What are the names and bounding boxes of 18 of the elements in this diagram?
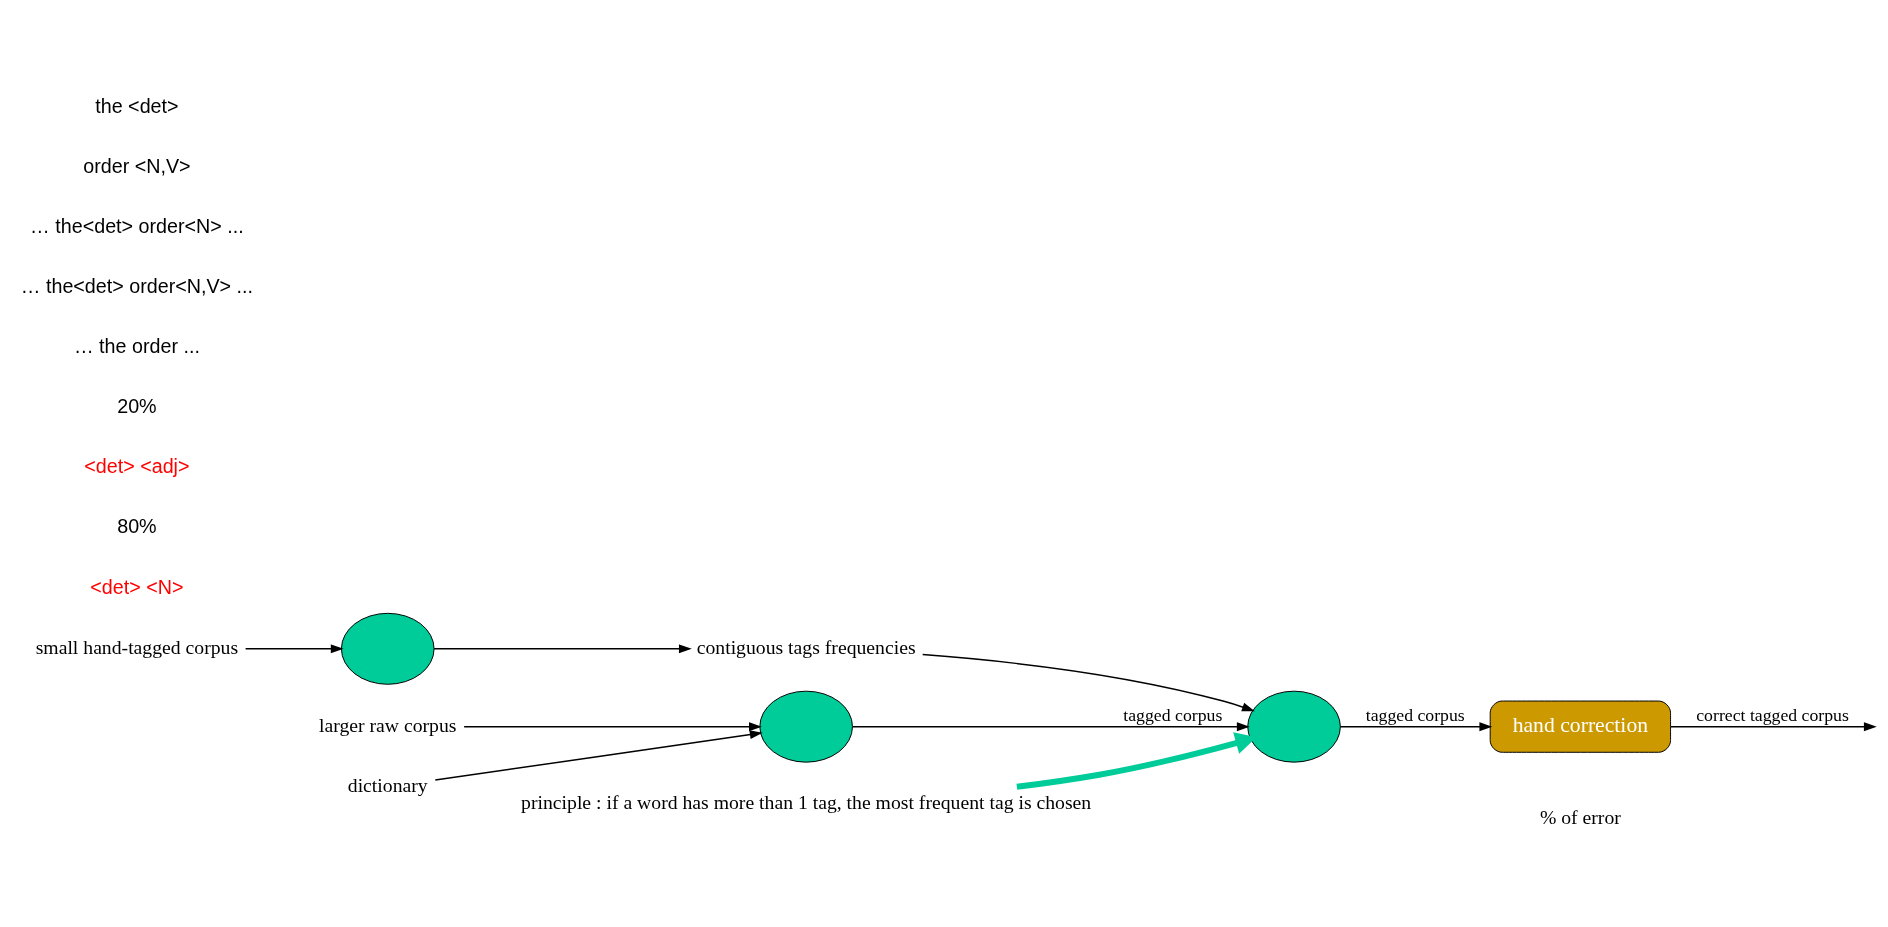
node-text: contiguous tags frequencies <box>696 635 916 658</box>
label: … the<det> order<N> ... <box>30 214 244 237</box>
node-text: principle : if a word has more than 1 tag, the most frequent tag is chosen <box>521 791 1092 814</box>
label: 20% <box>117 395 157 418</box>
node-label: % of error <box>1539 806 1621 829</box>
label: order <N,V> <box>83 154 191 177</box>
label: 80% <box>117 515 157 538</box>
edge-label: tagged corpus <box>1365 705 1465 726</box>
node-text: larger raw corpus <box>318 713 457 736</box>
node-text: small hand-tagged corpus <box>35 635 239 658</box>
label: <det> <adj> <box>84 455 190 478</box>
label: <det> <N> <box>90 575 184 598</box>
label: the <det> <box>95 94 179 117</box>
edge-label: tagged corpus <box>1123 705 1223 726</box>
node-text: dictionary <box>347 773 428 796</box>
label: … the<det> order<N,V> ... <box>20 274 253 297</box>
edge-label: correct tagged corpus <box>1696 705 1849 726</box>
label: … the order ... <box>73 335 200 358</box>
